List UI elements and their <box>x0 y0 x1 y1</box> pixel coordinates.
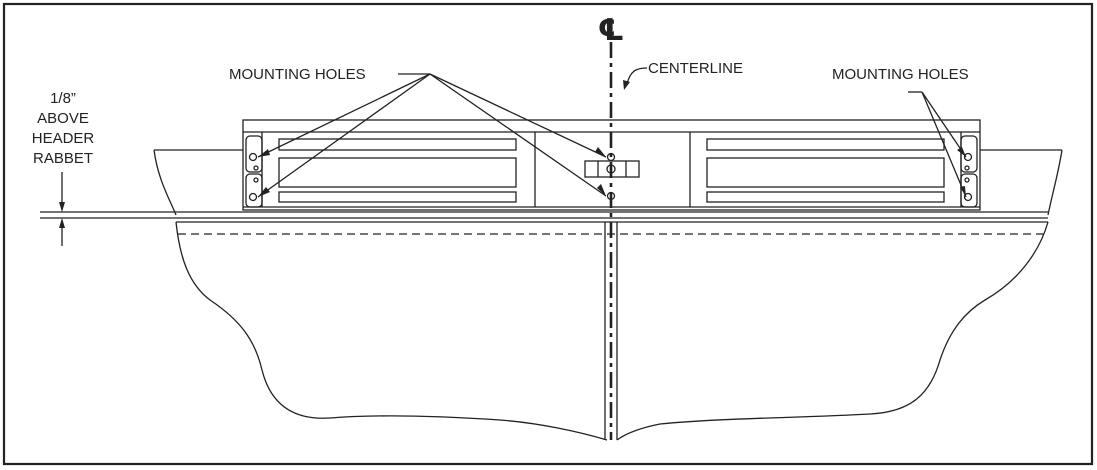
header-rabbet-lines <box>40 211 1048 223</box>
left-vent-slots <box>278 138 517 203</box>
mounting-holes-right-leaders <box>908 91 967 198</box>
dimension-note: 1/8” ABOVE HEADER RABBET <box>32 90 95 167</box>
dimension-line-1: 1/8” <box>50 90 76 107</box>
centerline-leader-arrow <box>623 80 630 90</box>
mounting-holes-left-label: MOUNTING HOLES <box>229 66 366 83</box>
right-end-bracket <box>960 135 978 208</box>
dimension-arrows <box>59 172 65 246</box>
left-end-bracket <box>245 135 263 208</box>
door-right-outline <box>616 221 1049 441</box>
dimension-line-4: RABBET <box>33 150 93 167</box>
mounting-holes-left-leaders <box>257 73 607 198</box>
centerline-symbol: ℄ <box>598 13 625 48</box>
mounting-holes-right-label: MOUNTING HOLES <box>832 66 969 83</box>
header-outline <box>153 149 1063 216</box>
right-vent-slots <box>706 138 945 203</box>
centerline-label: CENTERLINE <box>648 60 743 77</box>
centerline-leader <box>626 67 648 85</box>
dimension-line-3: HEADER <box>32 130 95 147</box>
dimension-line-2: ABOVE <box>37 110 89 127</box>
door-left-outline <box>175 221 608 441</box>
